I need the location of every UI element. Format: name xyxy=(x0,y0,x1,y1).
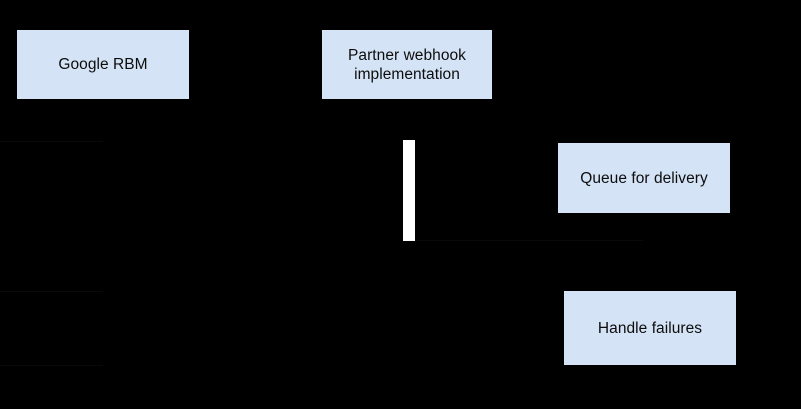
node-queue-for-delivery-label: Queue for delivery xyxy=(580,169,708,187)
connector-left-rail-lower xyxy=(0,291,103,292)
connector-webhook-to-queue xyxy=(415,240,643,241)
node-queue-for-delivery[interactable]: Queue for delivery xyxy=(558,143,730,213)
node-handle-failures[interactable]: Handle failures xyxy=(564,291,736,365)
webhook-to-queue-connector-highlight xyxy=(403,140,415,241)
node-partner-webhook-implementation[interactable]: Partner webhook implementation xyxy=(322,30,492,99)
node-google-rbm-label: Google RBM xyxy=(58,56,148,73)
node-handle-failures-label: Handle failures xyxy=(597,319,703,337)
node-partner-webhook-implementation-label: Partner webhook implementation xyxy=(348,46,466,83)
connector-rbm-to-webhook-top xyxy=(0,141,103,142)
connector-left-rail-bottom xyxy=(0,365,103,366)
node-google-rbm[interactable]: Google RBM xyxy=(17,30,189,99)
